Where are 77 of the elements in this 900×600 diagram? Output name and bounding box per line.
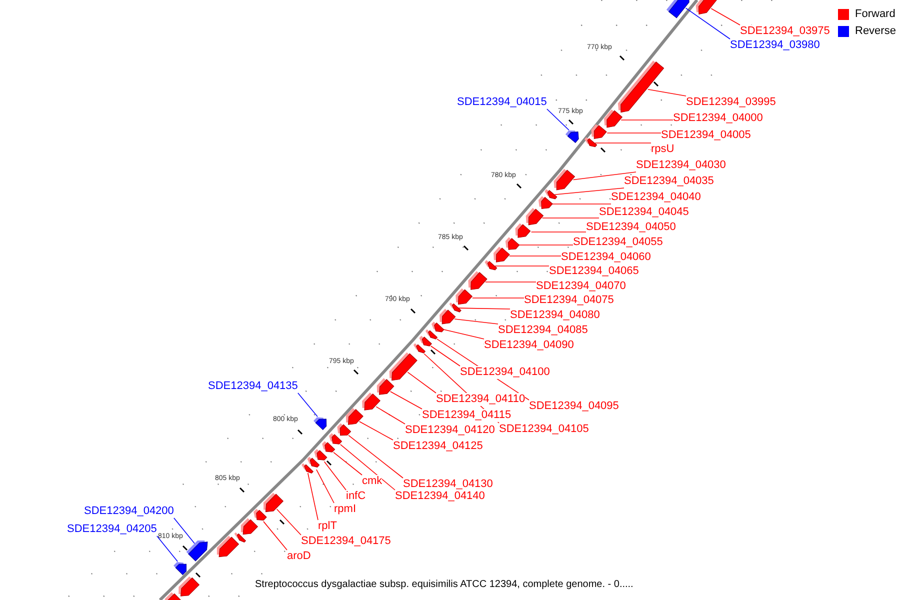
leader-line <box>554 188 624 196</box>
gene-label: SDE12394_03975 <box>740 25 830 38</box>
leader-line <box>443 329 484 340</box>
gene-label: SDE12394_04040 <box>611 191 701 204</box>
leader-line <box>430 346 460 366</box>
gene-label: SDE12394_04175 <box>301 535 391 548</box>
gene-label: SDE12394_04140 <box>395 490 485 503</box>
gene-label: SDE12394_04055 <box>573 236 663 249</box>
gene-label: SDE12394_03980 <box>730 39 820 52</box>
gene-label: SDE12394_04095 <box>529 400 619 413</box>
gene-label: SDE12394_04110 <box>436 393 526 406</box>
legend-label: Forward <box>855 8 896 21</box>
gene-label: rplT <box>318 520 337 533</box>
gene-block <box>412 342 426 356</box>
gene-label: SDE12394_04130 <box>403 478 493 491</box>
gene-label: SDE12394_04085 <box>498 324 588 337</box>
gene-label: SDE12394_04005 <box>661 129 751 142</box>
leader-line <box>454 318 498 324</box>
gene-label: SDE12394_04060 <box>561 251 651 264</box>
gene-label: rpmI <box>334 503 356 516</box>
gene-label: SDE12394_04200 <box>84 505 174 518</box>
gene-label: SDE12394_04135 <box>208 380 298 393</box>
gene-block <box>300 462 314 476</box>
legend-label: Reverse <box>855 25 896 38</box>
leader-line <box>648 88 686 96</box>
gene-label: SDE12394_04120 <box>405 424 495 437</box>
gene-label: SDE12394_04070 <box>536 280 626 293</box>
gene-label: SDE12394_04045 <box>599 206 689 219</box>
gene-label: SDE12394_04090 <box>484 339 574 352</box>
leader-line <box>546 108 570 131</box>
gene-block <box>484 259 498 273</box>
leader-line <box>276 508 302 536</box>
gene-label: SDE12394_04115 <box>422 409 512 422</box>
gene-block <box>234 532 246 544</box>
leader-line <box>324 461 346 490</box>
leader-line <box>263 521 288 550</box>
leader-line <box>307 472 318 520</box>
leader-line <box>376 406 406 424</box>
gene-label: SDE12394_04015 <box>457 96 547 109</box>
gene-label: SDE12394_04125 <box>393 440 483 453</box>
leader-line <box>390 391 422 410</box>
gene-block <box>418 334 432 350</box>
gene-block <box>424 328 438 342</box>
leader-line <box>518 244 574 246</box>
leader-line <box>572 172 636 180</box>
gene-label: SDE12394_04065 <box>549 265 639 278</box>
gene-block <box>306 456 320 470</box>
caption: Streptococcus dysgalactiae subsp. equisimilis ATCC 12394, complete genome. - 0..... <box>255 578 634 592</box>
gene-block <box>448 302 462 314</box>
leader-line <box>458 308 510 310</box>
leader-line <box>606 132 662 134</box>
leader-line <box>358 421 394 440</box>
gene-label: SDE12394_04035 <box>624 175 714 188</box>
leader-line <box>156 536 178 562</box>
leader-line <box>685 8 730 40</box>
leader-line <box>316 469 334 504</box>
gene-block <box>544 188 558 202</box>
gene-label: SDE12394_04000 <box>673 112 763 125</box>
leader-line <box>407 372 436 394</box>
gene-block <box>584 136 598 150</box>
gene-label: SDE12394_04075 <box>524 294 614 307</box>
gene-block <box>430 320 444 336</box>
gene-label: rpsU <box>651 143 674 156</box>
leader-line <box>340 444 396 490</box>
gene-label: SDE12394_04105 <box>499 423 589 436</box>
leader-line <box>298 392 318 417</box>
leader-line <box>348 434 404 478</box>
gene-label: SDE12394_04050 <box>586 221 676 234</box>
leader-line <box>333 452 362 476</box>
gene-label: SDE12394_04080 <box>510 309 600 322</box>
gene-label: SDE12394_04030 <box>636 159 726 172</box>
leader-line <box>174 518 195 544</box>
gene-label: SDE12394_04205 <box>67 523 157 536</box>
gene-label: SDE12394_03995 <box>686 96 776 109</box>
leader-line <box>710 8 740 26</box>
leader-line <box>594 142 652 144</box>
gene-label: SDE12394_04100 <box>460 366 550 379</box>
